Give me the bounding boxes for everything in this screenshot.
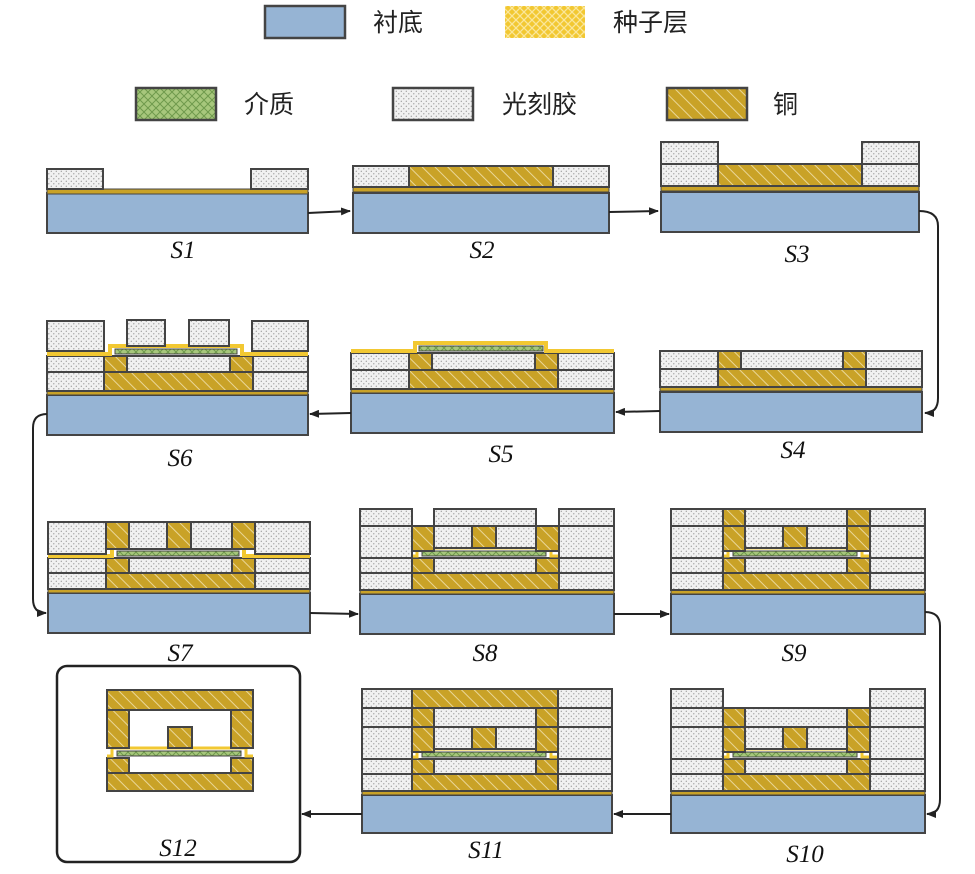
arrow-S3-S4 bbox=[918, 210, 939, 417]
legend-swatch-substrate bbox=[263, 4, 347, 40]
step-S10 bbox=[670, 688, 926, 834]
flow-arrows bbox=[32, 207, 941, 818]
step-label-S4: S4 bbox=[781, 437, 806, 464]
step-labels: S1 S2 S3 S4 S5 S6 S7 S8 S9 S10 S11 S12 bbox=[159, 237, 824, 868]
step-label-S11: S11 bbox=[468, 837, 504, 864]
step-S3 bbox=[660, 141, 920, 233]
legend-label-copper: 铜 bbox=[773, 90, 798, 119]
legend-swatch-photoresist bbox=[391, 86, 475, 122]
final-structure-frame bbox=[55, 664, 302, 864]
step-label-S2: S2 bbox=[470, 237, 495, 264]
step-label-S7: S7 bbox=[168, 640, 195, 667]
step-S9 bbox=[670, 508, 926, 635]
arrow-S9-S10 bbox=[924, 611, 941, 818]
legend-swatch-seed bbox=[505, 6, 585, 38]
step-S5 bbox=[350, 341, 615, 434]
step-S2 bbox=[352, 165, 610, 234]
arrow-S4-S5 bbox=[615, 407, 661, 416]
step-label-S10: S10 bbox=[786, 841, 824, 868]
legend-label-dielectric: 介质 bbox=[244, 90, 294, 119]
step-label-S9: S9 bbox=[782, 640, 808, 667]
arrow-S1-S2 bbox=[307, 207, 351, 216]
step-S7 bbox=[47, 521, 311, 634]
step-label-S8: S8 bbox=[473, 640, 499, 667]
step-label-S5: S5 bbox=[489, 441, 514, 468]
step-S1 bbox=[46, 168, 309, 234]
step-S4 bbox=[659, 350, 923, 433]
step-label-S1: S1 bbox=[171, 237, 196, 264]
legend: 衬底 种子层 介质 光刻胶 铜 bbox=[134, 4, 798, 122]
arrow-S6-S7 bbox=[32, 413, 48, 617]
arrow-S2-S3 bbox=[608, 207, 659, 216]
legend-label-photoresist: 光刻胶 bbox=[502, 90, 577, 119]
step-S6 bbox=[46, 319, 309, 436]
step-label-S6: S6 bbox=[168, 445, 194, 472]
legend-swatch-dielectric bbox=[134, 86, 218, 122]
step-S11 bbox=[361, 688, 613, 834]
step-S12 bbox=[106, 689, 254, 792]
step-label-S12: S12 bbox=[159, 835, 197, 862]
arrow-S7-S8 bbox=[309, 609, 359, 618]
legend-swatch-copper bbox=[665, 86, 749, 122]
step-S8 bbox=[359, 508, 615, 635]
arrow-S5-S6 bbox=[309, 409, 352, 418]
legend-label-substrate: 衬底 bbox=[373, 8, 423, 37]
step-label-S3: S3 bbox=[785, 241, 810, 268]
legend-label-seed: 种子层 bbox=[613, 8, 688, 37]
